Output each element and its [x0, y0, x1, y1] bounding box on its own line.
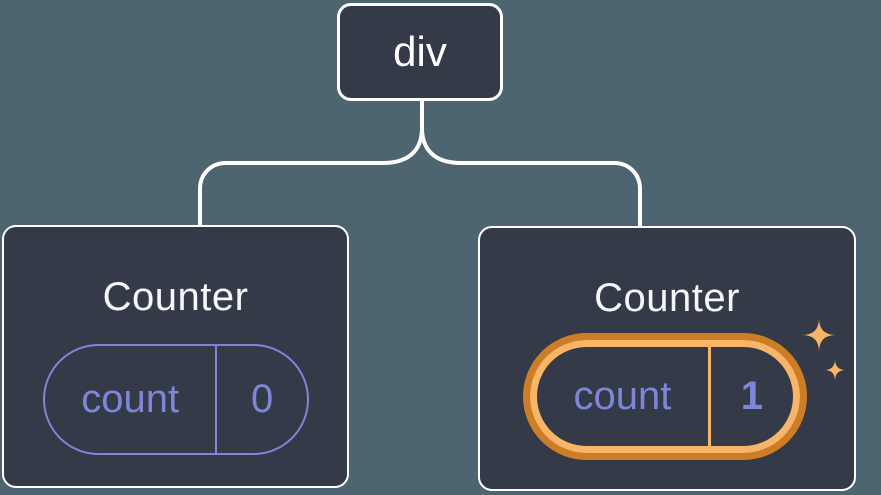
counter-card-right: Counter count 1	[478, 226, 856, 491]
root-node-label: div	[393, 28, 447, 75]
connector-left-branch	[198, 101, 424, 225]
counter-card-left: Counter count 0	[2, 225, 349, 488]
connector-right-branch	[420, 101, 642, 226]
counter-title: Counter	[102, 275, 249, 319]
sparkle-small-icon	[824, 359, 846, 381]
state-value: 1	[740, 374, 764, 418]
root-node-div: div	[337, 3, 503, 101]
state-name: count	[537, 347, 711, 446]
state-name: count	[45, 346, 218, 453]
state-pill: count 0	[43, 344, 309, 455]
state-pill-highlighted: count 1	[523, 333, 807, 460]
state-value: 0	[251, 377, 274, 421]
state-pill-highlight-ring: count 1	[530, 340, 800, 453]
counter-title: Counter	[594, 276, 740, 320]
sparkle-large-icon	[802, 318, 836, 352]
